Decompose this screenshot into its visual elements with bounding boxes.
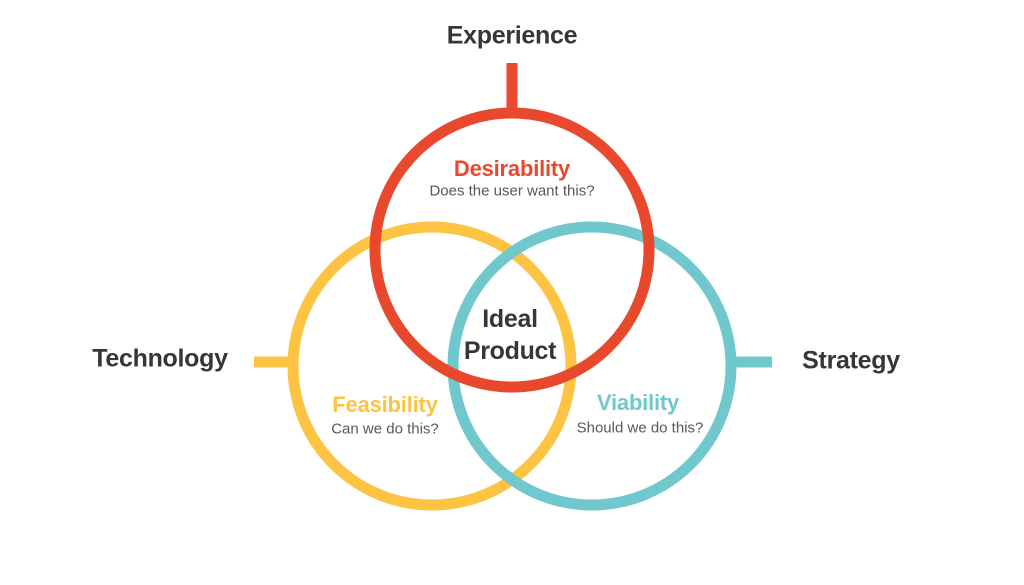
desirability-question: Does the user want this? [429,182,595,200]
center-label-line2: Product [463,337,557,365]
feasibility-label: Feasibility [332,392,438,417]
viability-circle [447,221,737,511]
feasibility-question: Can we do this? [331,420,439,438]
center-label: Ideal Product [463,303,557,367]
desirability-label: Desirability [453,156,571,181]
desirability-circle [369,107,655,393]
technology-axis-label: Technology [92,344,228,373]
viability-label: Viability [596,390,680,415]
viability-question: Should we do this? [576,419,704,437]
strategy-axis-label: Strategy [802,346,900,375]
center-label-line1: Ideal [482,305,538,333]
feasibility-circle [287,221,577,511]
experience-axis-label: Experience [446,21,578,50]
